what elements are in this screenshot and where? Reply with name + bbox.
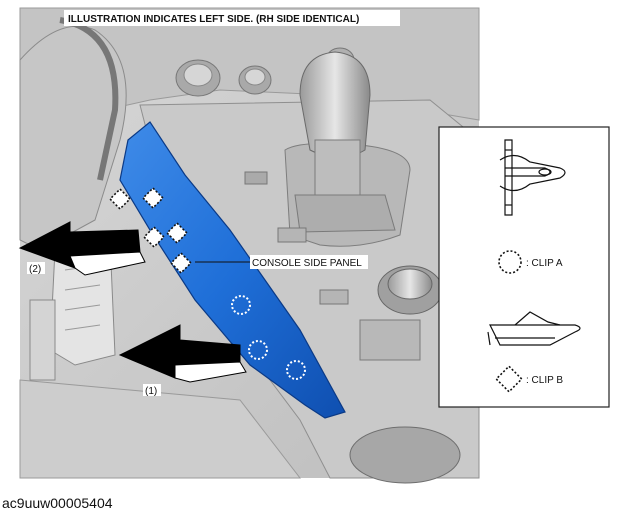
clip-a-marker	[248, 340, 268, 360]
figure-id: ac9uuw00005404	[2, 495, 113, 511]
header-note: ILLUSTRATION INDICATES LEFT SIDE. (RH SI…	[68, 14, 359, 25]
legend-box	[438, 126, 610, 408]
header-box	[64, 10, 400, 26]
switch	[277, 227, 307, 243]
clip-b-marker	[169, 251, 193, 275]
clip-a-legend-icon	[498, 250, 522, 274]
clip-a-markers	[231, 295, 306, 380]
cupholder	[349, 426, 461, 484]
arrow-2-label: (2)	[29, 264, 41, 275]
clip-a-marker	[286, 360, 306, 380]
clip-b-marker	[108, 187, 132, 211]
clip-b-marker	[141, 186, 165, 210]
console-side-panel	[119, 121, 346, 419]
console-side-panel-label: CONSOLE SIDE PANEL	[252, 258, 362, 269]
clip-b-markers	[108, 186, 193, 275]
clip-b-legend-icon	[495, 365, 523, 393]
clip-a-marker	[231, 295, 251, 315]
clip-a-legend-label: : CLIP A	[526, 258, 563, 269]
arrow-1-label: (1)	[145, 386, 157, 397]
clip-b-legend-label: : CLIP B	[526, 375, 563, 386]
clip-b-marker	[165, 221, 189, 245]
clip-b-marker	[142, 225, 166, 249]
clip-b-pictogram	[499, 139, 566, 216]
steering-wheel	[19, 25, 127, 251]
clip-a-pictogram	[487, 311, 581, 346]
switch	[244, 171, 268, 185]
